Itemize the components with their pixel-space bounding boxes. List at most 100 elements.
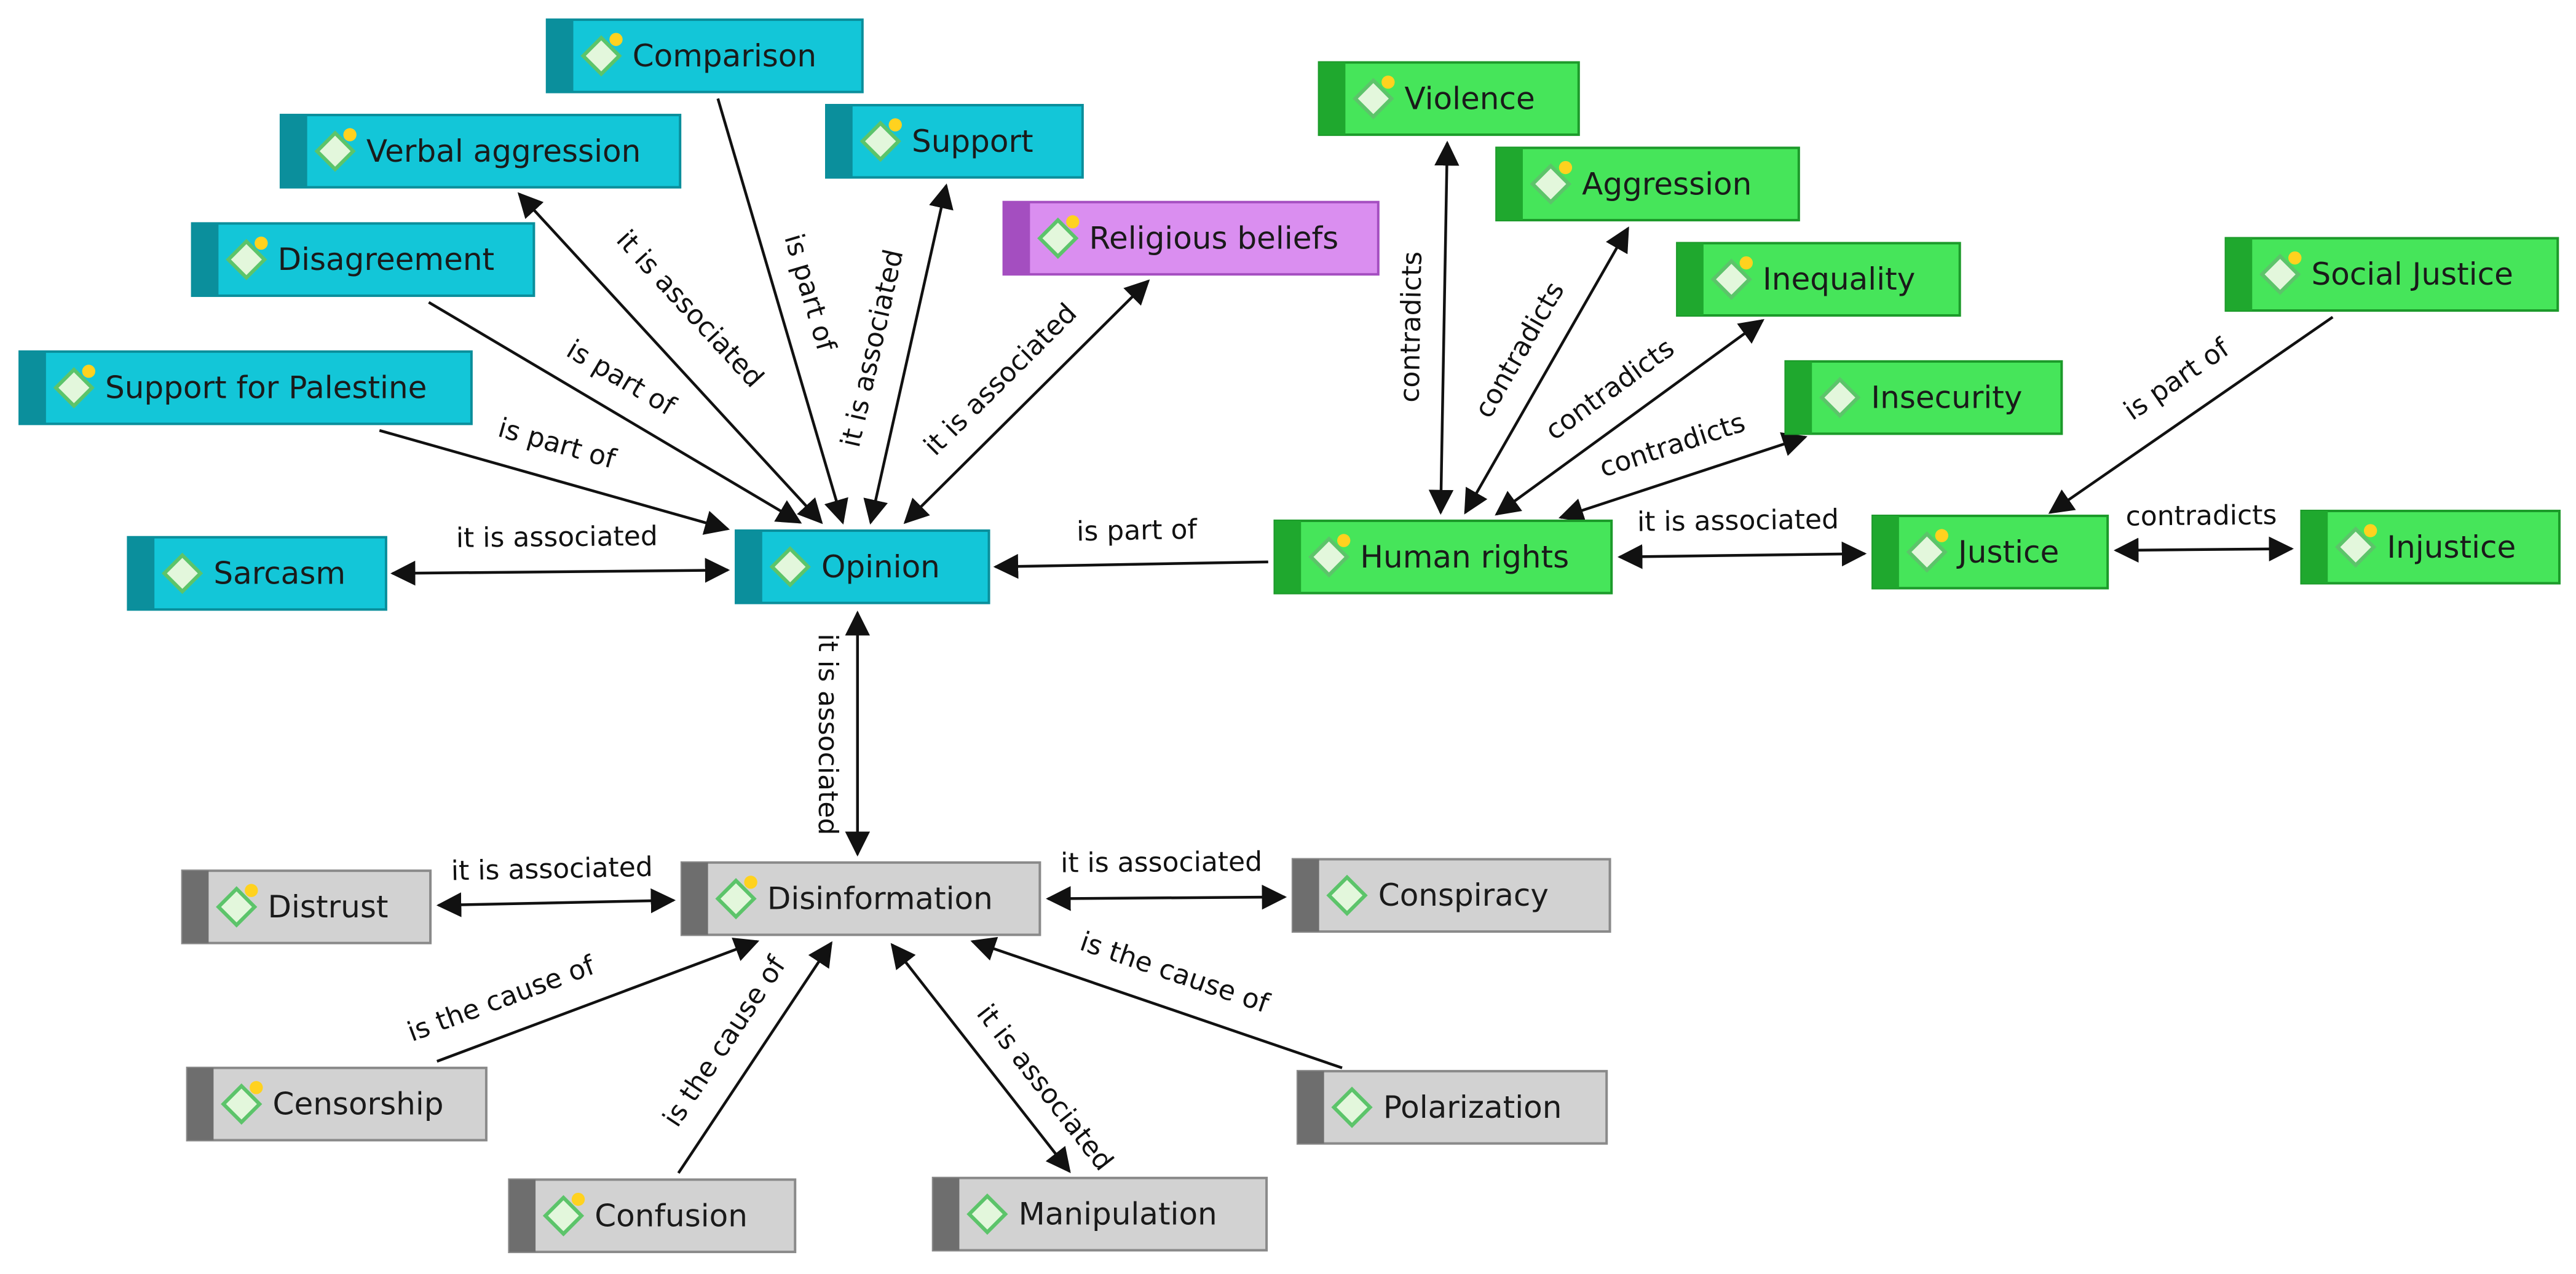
edge-label-human-rights-to-opinion: is part of	[1077, 514, 1198, 548]
edge-insecurity-to-human-rights	[1558, 432, 1808, 523]
edge-human-rights-to-justice	[1617, 541, 1867, 569]
node-censorship[interactable]: Censorship	[186, 1066, 488, 1142]
edge-label-polarization-to-disinformation: is the cause of	[1076, 926, 1273, 1020]
edge-confusion-to-disinformation	[677, 941, 833, 1174]
diamond-dot-icon	[1353, 75, 1395, 119]
edge-label-disagreement-to-opinion: is part of	[561, 334, 682, 422]
edge-disagreement-to-opinion	[428, 301, 802, 524]
diamond-dot-icon	[2259, 251, 2302, 295]
diamond-dot-icon	[221, 1081, 263, 1125]
node-color-bar	[1003, 202, 1030, 275]
edge-label-distrust-to-disinformation: it is associated	[451, 852, 653, 887]
edge-label-social-justice-to-justice: is part of	[2118, 332, 2235, 427]
edge-sarcasm-to-opinion	[390, 558, 730, 586]
node-injustice[interactable]: Injustice	[2300, 509, 2561, 585]
node-color-bar	[128, 537, 155, 610]
node-support-for-palestine[interactable]: Support for Palestine	[18, 350, 473, 425]
node-support[interactable]: Support	[825, 104, 1084, 179]
node-color-bar	[187, 1067, 214, 1141]
edge-label-inequality-to-human-rights: contradicts	[1539, 332, 1680, 446]
diamond-dot-icon	[859, 118, 902, 162]
edge-censorship-to-disinformation	[436, 938, 760, 1063]
edge-label-support-for-palestine-to-opinion: is part of	[495, 412, 620, 475]
node-label: Insecurity	[1871, 380, 2022, 416]
node-label: Religious beliefs	[1089, 220, 1339, 256]
edge-label-disinformation-to-conspiracy: it is associated	[1061, 846, 1262, 879]
node-social-justice[interactable]: Social Justice	[2224, 237, 2559, 312]
node-box	[545, 18, 864, 93]
diamond-dot-icon	[216, 884, 258, 928]
node-disinformation[interactable]: Disinformation	[680, 861, 1041, 936]
node-color-bar	[1496, 148, 1523, 221]
node-inequality[interactable]: Inequality	[1676, 242, 1961, 317]
diamond-dot-icon	[1037, 215, 1080, 259]
node-color-bar	[826, 105, 853, 178]
node-human-rights[interactable]: Human rights	[1273, 520, 1613, 595]
node-color-bar	[280, 115, 307, 188]
diamond-dot-icon	[580, 33, 623, 77]
edge-label-censorship-to-disinformation: is the cause of	[403, 949, 600, 1048]
node-label: Disagreement	[278, 242, 495, 277]
edge-label-violence-to-human-rights: contradicts	[1394, 251, 1428, 403]
edge-inequality-to-human-rights	[1495, 318, 1764, 516]
node-manipulation[interactable]: Manipulation	[931, 1176, 1268, 1252]
node-label: Distrust	[268, 889, 389, 925]
edge-verbal-aggression-to-opinion	[517, 192, 823, 524]
node-conspiracy[interactable]: Conspiracy	[1291, 858, 1611, 933]
node-color-bar	[1873, 516, 1899, 588]
node-label: Justice	[1956, 534, 2059, 570]
node-verbal-aggression[interactable]: Verbal aggression	[279, 114, 682, 189]
diamond-dot-icon	[542, 1192, 585, 1236]
edge-label-human-rights-to-justice: it is associated	[1637, 504, 1839, 537]
node-comparison[interactable]: Comparison	[545, 18, 864, 93]
node-opinion[interactable]: Opinion	[735, 529, 990, 604]
node-label: Polarization	[1383, 1090, 1562, 1125]
node-violence[interactable]: Violence	[1318, 61, 1580, 136]
node-color-bar	[933, 1177, 960, 1251]
node-label: Manipulation	[1019, 1197, 1217, 1232]
node-color-bar	[182, 871, 209, 943]
edge-label-aggression-to-human-rights: contradicts	[1468, 277, 1570, 424]
edge-label-sarcasm-to-opinion: it is associated	[456, 521, 658, 554]
edges-layer	[379, 98, 2334, 1174]
edge-label-religious-beliefs-to-opinion: it is associated	[918, 298, 1083, 462]
node-label: Inequality	[1763, 261, 1915, 297]
node-aggression[interactable]: Aggression	[1495, 146, 1800, 222]
edge-label-disinformation-to-manipulation: it is associated	[970, 999, 1119, 1177]
edge-label-insecurity-to-human-rights: contradicts	[1595, 406, 1748, 483]
edge-disinformation-to-conspiracy	[1046, 884, 1287, 911]
node-label: Support for Palestine	[105, 370, 427, 406]
node-label: Sarcasm	[213, 556, 346, 592]
edge-polarization-to-disinformation	[970, 936, 1343, 1069]
diamond-dot-icon	[1308, 534, 1351, 578]
node-religious-beliefs[interactable]: Religious beliefs	[1002, 200, 1380, 276]
node-label: Social Justice	[2312, 256, 2513, 292]
node-polarization[interactable]: Polarization	[1296, 1070, 1608, 1145]
diamond-dot-icon	[53, 365, 95, 409]
node-color-bar	[2301, 510, 2328, 584]
diamond-icon	[1326, 874, 1368, 916]
node-distrust[interactable]: Distrust	[181, 869, 432, 944]
diamond-dot-icon	[1710, 256, 1753, 300]
diamond-dot-icon	[1530, 160, 1573, 205]
node-label: Opinion	[821, 549, 940, 585]
node-confusion[interactable]: Confusion	[508, 1178, 797, 1254]
node-color-bar	[736, 531, 762, 603]
edge-label-support-to-opinion: it is associated	[835, 247, 910, 450]
node-color-bar	[681, 862, 708, 935]
node-sarcasm[interactable]: Sarcasm	[127, 536, 387, 611]
node-color-bar	[2226, 238, 2253, 311]
edge-distrust-to-disinformation	[436, 888, 676, 917]
node-color-bar	[1274, 521, 1302, 593]
node-label: Human rights	[1360, 539, 1569, 575]
edge-label-justice-to-injustice: contradicts	[2125, 499, 2277, 532]
node-justice[interactable]: Justice	[1871, 515, 2109, 590]
diamond-dot-icon	[2335, 524, 2377, 568]
edge-support-for-palestine-to-opinion	[379, 429, 730, 535]
node-label: Verbal aggression	[366, 133, 641, 169]
node-color-bar	[509, 1179, 536, 1252]
node-disagreement[interactable]: Disagreement	[191, 222, 535, 297]
node-insecurity[interactable]: Insecurity	[1784, 360, 2063, 435]
